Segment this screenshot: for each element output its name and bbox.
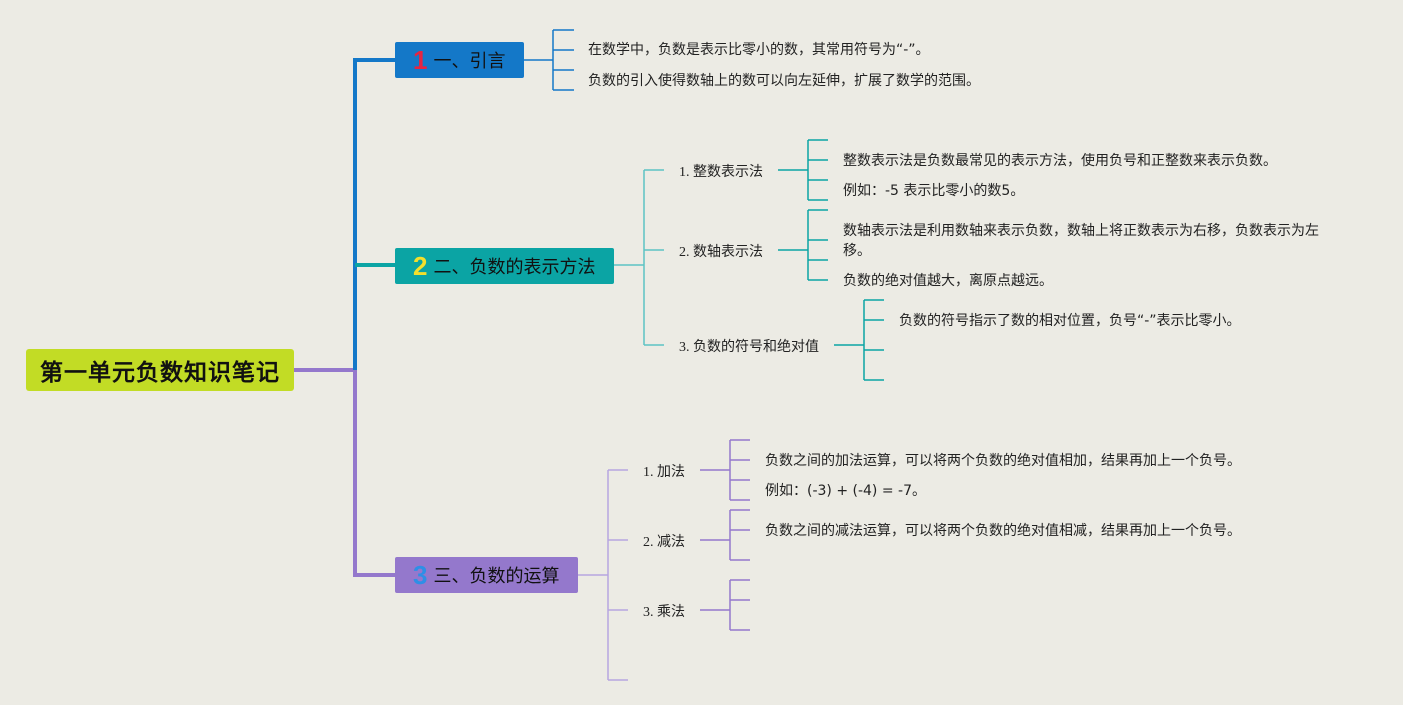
section-1-number: 1 xyxy=(413,44,428,75)
section-3-title: 三、负数的运算 xyxy=(433,566,560,587)
section-3-topic[interactable]: 3 三、负数的运算 xyxy=(395,557,578,593)
section3-sub2-leaf-connectors xyxy=(700,509,750,561)
section-3-sub-1-number: 1. xyxy=(643,465,654,480)
section2-sub1-leaf-connectors xyxy=(778,139,828,201)
section-3-sub-3-title: 乘法 xyxy=(657,604,685,620)
section3-branch-connectors xyxy=(578,469,628,681)
section2-sub2-leaf-connectors xyxy=(778,209,828,281)
section2-sub3-leaf-connectors xyxy=(834,299,884,381)
section-3-sub-3[interactable]: 3. 乘法 xyxy=(643,601,685,621)
section-3-sub-2-number: 2. xyxy=(643,535,654,550)
section3-sub1-leaf-connectors xyxy=(700,439,750,501)
section-2-sub-3-title: 负数的符号和绝对值 xyxy=(693,339,819,355)
root-topic[interactable]: 第一单元负数知识笔记 xyxy=(26,349,294,391)
section-2-title: 二、负数的表示方法 xyxy=(433,257,596,278)
section-2-sub-1[interactable]: 1. 整数表示法 xyxy=(679,161,763,181)
section-2-sub-2-note-1[interactable]: 数轴表示法是利用数轴来表示负数，数轴上将正数表示为右移，负数表示为左移。 xyxy=(843,223,1319,259)
section-2-sub-1-title: 整数表示法 xyxy=(693,164,763,180)
section-2-sub-1-note-1[interactable]: 整数表示法是负数最常见的表示方法，使用负号和正整数来表示负数。 xyxy=(843,153,1277,169)
section-2-sub-2-note-2[interactable]: 负数的绝对值越大，离原点越远。 xyxy=(843,273,1053,289)
section2-branch-connectors xyxy=(614,169,664,346)
section-2-sub-2-title: 数轴表示法 xyxy=(693,244,763,260)
section-2-topic[interactable]: 2 二、负数的表示方法 xyxy=(395,248,614,284)
section-2-sub-3-number: 3. xyxy=(679,340,690,355)
section-1-title: 一、引言 xyxy=(433,51,506,72)
section-2-number: 2 xyxy=(413,250,428,281)
section-2-sub-2-number: 2. xyxy=(679,245,690,260)
section1-leaf-connectors xyxy=(524,29,574,91)
section-2-sub-3[interactable]: 3. 负数的符号和绝对值 xyxy=(679,336,819,356)
section-3-number: 3 xyxy=(413,559,428,590)
connector-trunk-sec1 xyxy=(353,58,395,370)
section-2-sub-1-number: 1. xyxy=(679,165,690,180)
section-1-note-1[interactable]: 在数学中，负数是表示比零小的数，其常用符号为“-”。 xyxy=(588,42,930,58)
section-2-sub-1-note-2[interactable]: 例如：-5 表示比零小的数5。 xyxy=(843,183,1025,199)
section-3-sub-2-note-1[interactable]: 负数之间的减法运算，可以将两个负数的绝对值相减，结果再加上一个负号。 xyxy=(765,523,1241,539)
section-1-topic[interactable]: 1 一、引言 xyxy=(395,42,524,78)
section-3-sub-3-number: 3. xyxy=(643,605,654,620)
section-3-sub-1[interactable]: 1. 加法 xyxy=(643,461,685,481)
section-3-sub-1-title: 加法 xyxy=(657,464,685,480)
connector-trunk-sec3 xyxy=(353,370,395,577)
section-1-note-2[interactable]: 负数的引入使得数轴上的数可以向左延伸，扩展了数学的范围。 xyxy=(588,73,980,89)
section-3-sub-2[interactable]: 2. 减法 xyxy=(643,531,685,551)
section-3-sub-1-note-1[interactable]: 负数之间的加法运算，可以将两个负数的绝对值相加，结果再加上一个负号。 xyxy=(765,453,1241,469)
section-2-sub-3-note-1[interactable]: 负数的符号指示了数的相对位置，负号“-”表示比零小。 xyxy=(899,313,1241,329)
section-3-sub-2-title: 减法 xyxy=(657,534,685,550)
section-2-sub-2[interactable]: 2. 数轴表示法 xyxy=(679,241,763,261)
section-3-sub-1-note-2[interactable]: 例如：(-3) + (-4) = -7。 xyxy=(765,483,926,499)
section3-sub3-leaf-connectors xyxy=(700,579,750,631)
